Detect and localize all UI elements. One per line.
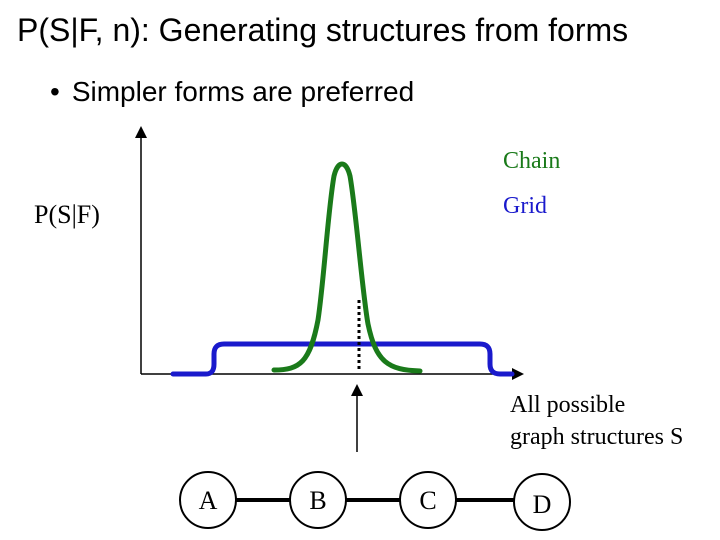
chain-curve [271,161,423,374]
node-a-circle [179,471,237,529]
slide-title: P(S|F, n): Generating structures from fo… [17,12,629,48]
grid-curve [170,341,515,377]
bullet-point: • Simpler forms are preferred [50,76,414,108]
node-d-circle [513,473,571,531]
grid-label: Grid [503,193,547,219]
bullet-text: Simpler forms are preferred [71,76,415,107]
y-axis-label: P(S|F) [34,200,100,229]
node-c-label: C [419,486,436,515]
node-b-label: B [309,486,326,515]
node-d-label: D [533,490,552,519]
x-axis-label-line1: All possible [510,392,625,418]
node-c-circle [399,471,457,529]
x-axis-label-line2: graph structures S [510,424,683,450]
node-a-label: A [199,486,218,515]
bullet-dot-icon: • [50,76,60,107]
node-b-circle [289,471,347,529]
chain-label: Chain [503,148,560,174]
